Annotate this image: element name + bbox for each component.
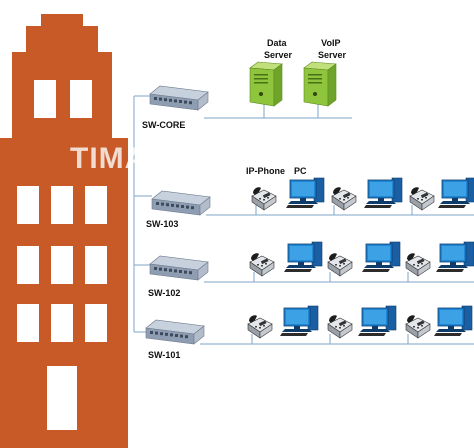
window [17,304,39,342]
pc-icon[interactable] [437,177,474,209]
floor-102-endpoints [249,241,474,277]
pc-icon[interactable] [361,241,401,273]
pc-icon[interactable] [363,177,403,209]
data-server[interactable]: Data Server [249,38,293,107]
door [47,366,77,430]
building [0,14,128,448]
pc-icon[interactable] [283,241,323,273]
server-icon [249,61,283,107]
window [51,246,73,284]
watermark: TIMANET [70,142,210,175]
server-icon [303,61,337,107]
window [17,186,39,224]
switch-101[interactable]: SW-101 [145,319,205,360]
switch-label: SW-CORE [142,120,185,130]
floor-103-endpoints [251,177,474,211]
voip-server-label: VoIP Server [318,38,347,60]
ip-phone-label: IP-Phone [246,166,285,176]
switch-icon [145,319,205,345]
ip-phone-icon[interactable] [409,186,435,211]
switch-core[interactable]: SW-CORE [142,85,209,130]
ip-phone-icon[interactable] [405,314,431,339]
window [85,246,107,284]
window [85,186,107,224]
window [34,80,56,118]
voip-server-label-line2: Server [318,50,347,60]
window [85,304,107,342]
ip-phone-icon[interactable] [331,186,357,211]
pc-icon[interactable] [285,177,325,209]
building-windows [17,80,107,430]
floor-101-endpoints [247,305,473,339]
ip-phone-icon[interactable] [405,252,431,277]
roof-upper [26,26,98,52]
switch-label: SW-101 [148,350,180,360]
chimney-top [41,14,83,26]
pc-icon[interactable] [435,241,474,273]
voip-server[interactable]: VoIP Server [303,38,347,107]
switch-103[interactable]: SW-103 [146,190,211,229]
pc-icon[interactable] [433,305,473,337]
data-server-label-line1: Data [267,38,288,48]
switch-label: SW-103 [146,219,178,229]
switch-icon [151,190,211,216]
ip-phone-icon[interactable] [327,252,353,277]
pc-icon[interactable] [357,305,397,337]
window [17,246,39,284]
network-links [133,95,474,345]
switch-icon [149,85,209,111]
roof-tower [12,52,112,138]
voip-server-label-line1: VoIP [321,38,340,48]
pc-icon[interactable] [279,305,319,337]
window [51,304,73,342]
window [51,186,73,224]
data-server-label: Data Server [264,38,293,60]
window [70,80,92,118]
switch-label: SW-102 [148,288,180,298]
pc-label: PC [294,166,307,176]
switch-icon [149,255,209,281]
data-server-label-line2: Server [264,50,293,60]
ip-phone-icon[interactable] [327,314,353,339]
switch-102[interactable]: SW-102 [148,255,209,298]
